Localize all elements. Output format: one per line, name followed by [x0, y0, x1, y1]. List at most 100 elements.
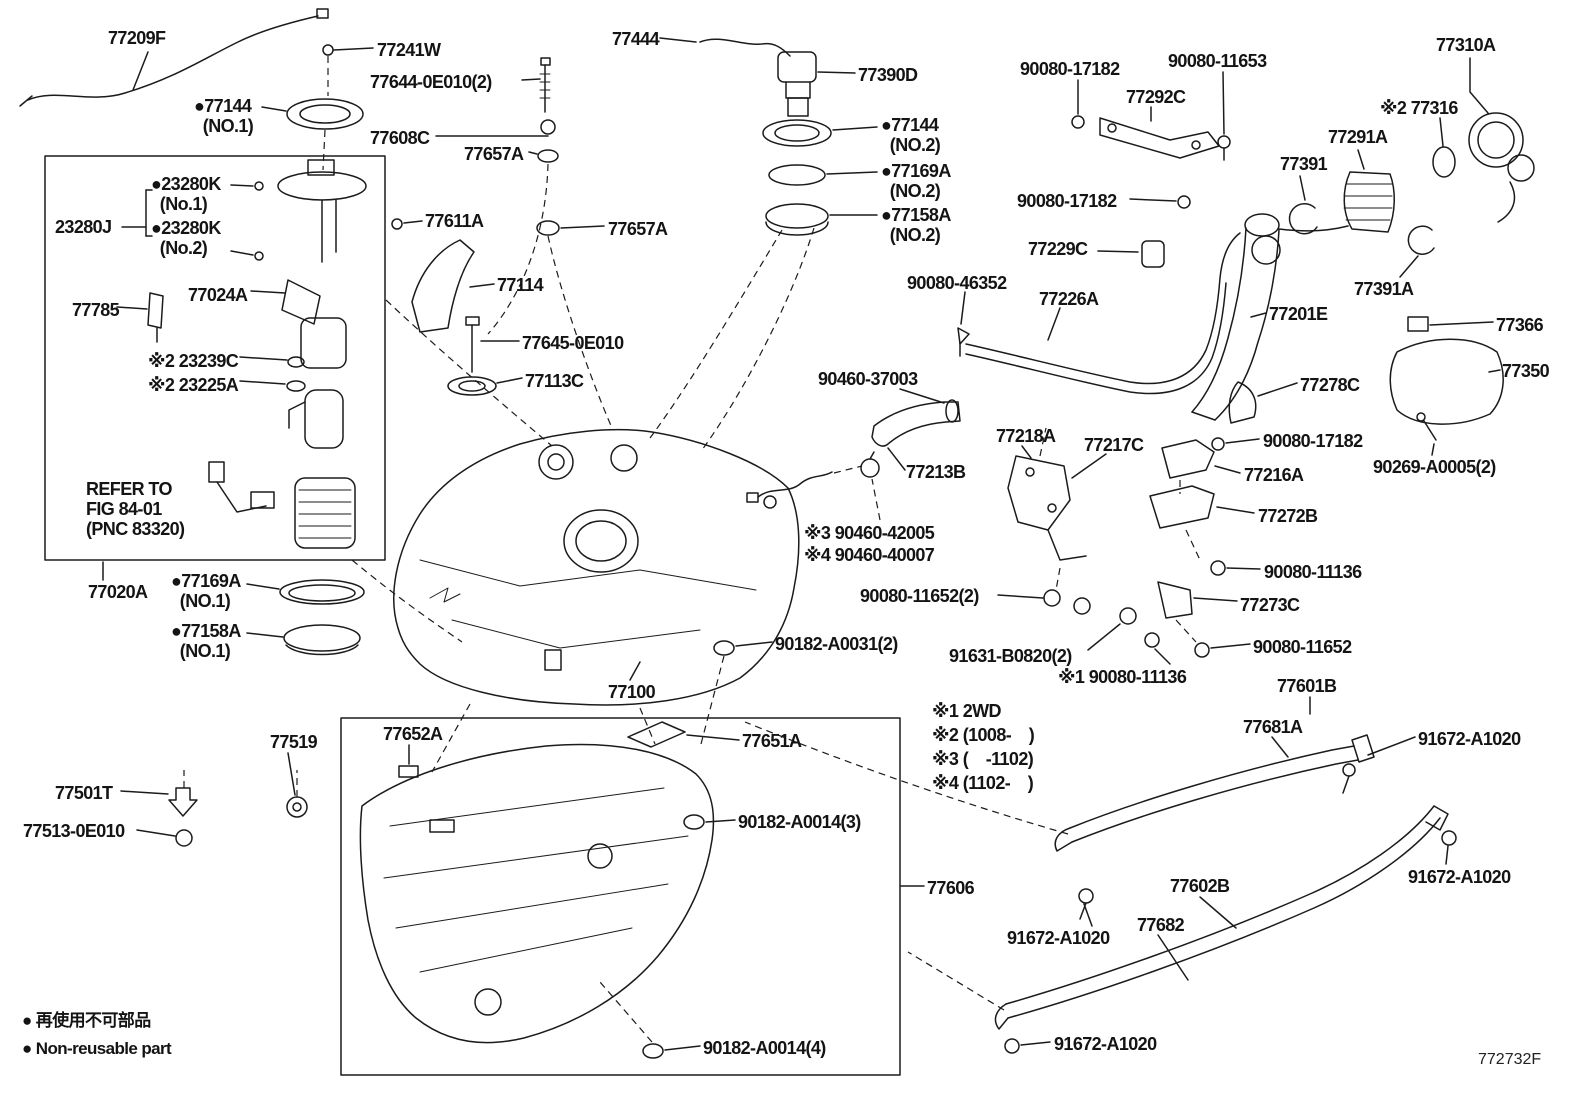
fuel-cap-drawing [1432, 57, 1535, 223]
spec-note: ※2 (1008- ) [932, 725, 1035, 745]
part-label: 77100 [608, 682, 656, 702]
tank-straps-drawing [994, 696, 1457, 1054]
part-label: 77113C [525, 371, 584, 391]
part-label: 91672-A1020 [1418, 729, 1521, 749]
part-label: 77366 [1496, 315, 1544, 335]
part-label: 77608C [370, 128, 430, 148]
assembly-dashed-lines [183, 56, 1201, 1043]
part-label: 77291A [1328, 127, 1388, 147]
part-label: 90182-A0014(3) [738, 812, 861, 832]
pump-module-drawing [102, 44, 374, 656]
part-label: ●77158A (NO.1) [171, 621, 241, 662]
part-label: 77114 [497, 275, 544, 295]
part-label: 77602B [1170, 876, 1230, 896]
part-label: ※2 23239C [148, 351, 239, 371]
part-label: 77444 [612, 29, 660, 49]
pump-module-box [44, 155, 386, 561]
legend-item: ● Non-reusable part [22, 1039, 172, 1058]
fuel-hose-drawing [19, 8, 329, 107]
stud-and-grommet-drawing [435, 57, 559, 163]
part-label: 90460-37003 [818, 369, 918, 389]
part-label: 77645-0E010 [522, 333, 624, 353]
part-label: 77209F [108, 28, 166, 48]
upper-bracket-drawing [1071, 71, 1231, 209]
part-label: 77213B [906, 462, 966, 482]
part-label: 77519 [270, 732, 318, 752]
part-label: 90080-17182 [1020, 59, 1120, 79]
part-label: 77513-0E010 [23, 821, 125, 841]
part-label: 77611A [425, 211, 484, 231]
part-label: 77218A [996, 426, 1056, 446]
fuel-tank-drawing [393, 220, 833, 706]
part-label: 90080-11136 [1264, 562, 1362, 582]
part-label: ※4 90460-40007 [804, 545, 935, 565]
part-label: ●77169A (NO.2) [881, 161, 951, 202]
part-label: 77292C [1126, 87, 1186, 107]
spec-note: ※1 2WD [932, 701, 1002, 721]
part-label: 77024A [188, 285, 248, 305]
part-label: 77278C [1300, 375, 1360, 395]
part-label: 77681A [1243, 717, 1303, 737]
part-label: ※2 23225A [148, 375, 239, 395]
part-label: 90080-11652(2) [860, 586, 979, 606]
part-label: ※3 90460-42005 [804, 523, 935, 543]
part-label: 91672-A1020 [1007, 928, 1110, 948]
part-label: 77390D [858, 65, 918, 85]
part-label: 77644-0E010(2) [370, 72, 492, 92]
part-label: 90182-A0014(4) [703, 1038, 826, 1058]
part-label: 77651A [742, 731, 802, 751]
protector-77350-drawing [1389, 316, 1504, 456]
bracket-77114-drawing [391, 218, 523, 396]
part-label: 77201E [1269, 304, 1328, 324]
part-label: 77652A [383, 724, 443, 744]
right-bracket-drawing [1144, 437, 1261, 665]
part-label: 77606 [927, 878, 975, 898]
part-label: ●77144 (NO.1) [194, 96, 254, 137]
part-label: 77350 [1502, 361, 1550, 381]
part-label: 91672-A1020 [1408, 867, 1511, 887]
part-label: 77657A [464, 144, 524, 164]
spec-note: ※3 ( -1102) [932, 749, 1034, 769]
part-label: 77241W [377, 40, 441, 60]
part-label: 77657A [608, 219, 668, 239]
part-label: 90080-11652 [1253, 637, 1352, 657]
tank-bracket-drawing [997, 445, 1137, 651]
part-label: 77273C [1240, 595, 1300, 615]
filler-pipe-drawing [1191, 149, 1435, 424]
figure-code: 772732F [1478, 1051, 1542, 1068]
part-label: 77217C [1084, 435, 1144, 455]
part-label: 91672-A1020 [1054, 1034, 1157, 1054]
part-label: 90080-46352 [907, 273, 1007, 293]
part-label: 77785 [72, 300, 120, 320]
part-label: 91631-B0820(2) [949, 646, 1072, 666]
part-label: 23280J [55, 217, 112, 237]
part-label: ●23280K (No.2) [151, 218, 221, 259]
part-label: 77601B [1277, 676, 1337, 696]
part-label: 77501T [55, 783, 113, 803]
part-label: 77020A [88, 582, 148, 602]
part-label: 77216A [1244, 465, 1304, 485]
part-label: 90080-17182 [1263, 431, 1363, 451]
part-label: 77391A [1354, 279, 1414, 299]
suction-hose-drawing [860, 388, 961, 478]
part-label: 77391 [1280, 154, 1328, 174]
part-label: ●77144 (NO.2) [881, 115, 941, 156]
part-label: 77229C [1028, 239, 1088, 259]
part-label: REFER TO FIG 84-01 (PNC 83320) [86, 479, 185, 540]
part-label: 90080-11653 [1168, 51, 1267, 71]
part-label: ●77158A (NO.2) [881, 205, 951, 246]
part-label: 77310A [1436, 35, 1496, 55]
part-label: 77272B [1258, 506, 1318, 526]
part-label: 90080-17182 [1017, 191, 1117, 211]
shield-detail-box [340, 717, 901, 1076]
breather-tube-drawing [957, 232, 1241, 395]
part-label: 77682 [1137, 915, 1185, 935]
part-label: ●23280K (No.1) [151, 174, 221, 215]
part-label: ※2 77316 [1380, 98, 1458, 118]
second-pump-drawing [659, 37, 878, 236]
part-label: ●77169A (NO.1) [171, 571, 241, 612]
part-label: 90182-A0031(2) [775, 634, 898, 654]
lower-shield-drawing [120, 640, 925, 1059]
